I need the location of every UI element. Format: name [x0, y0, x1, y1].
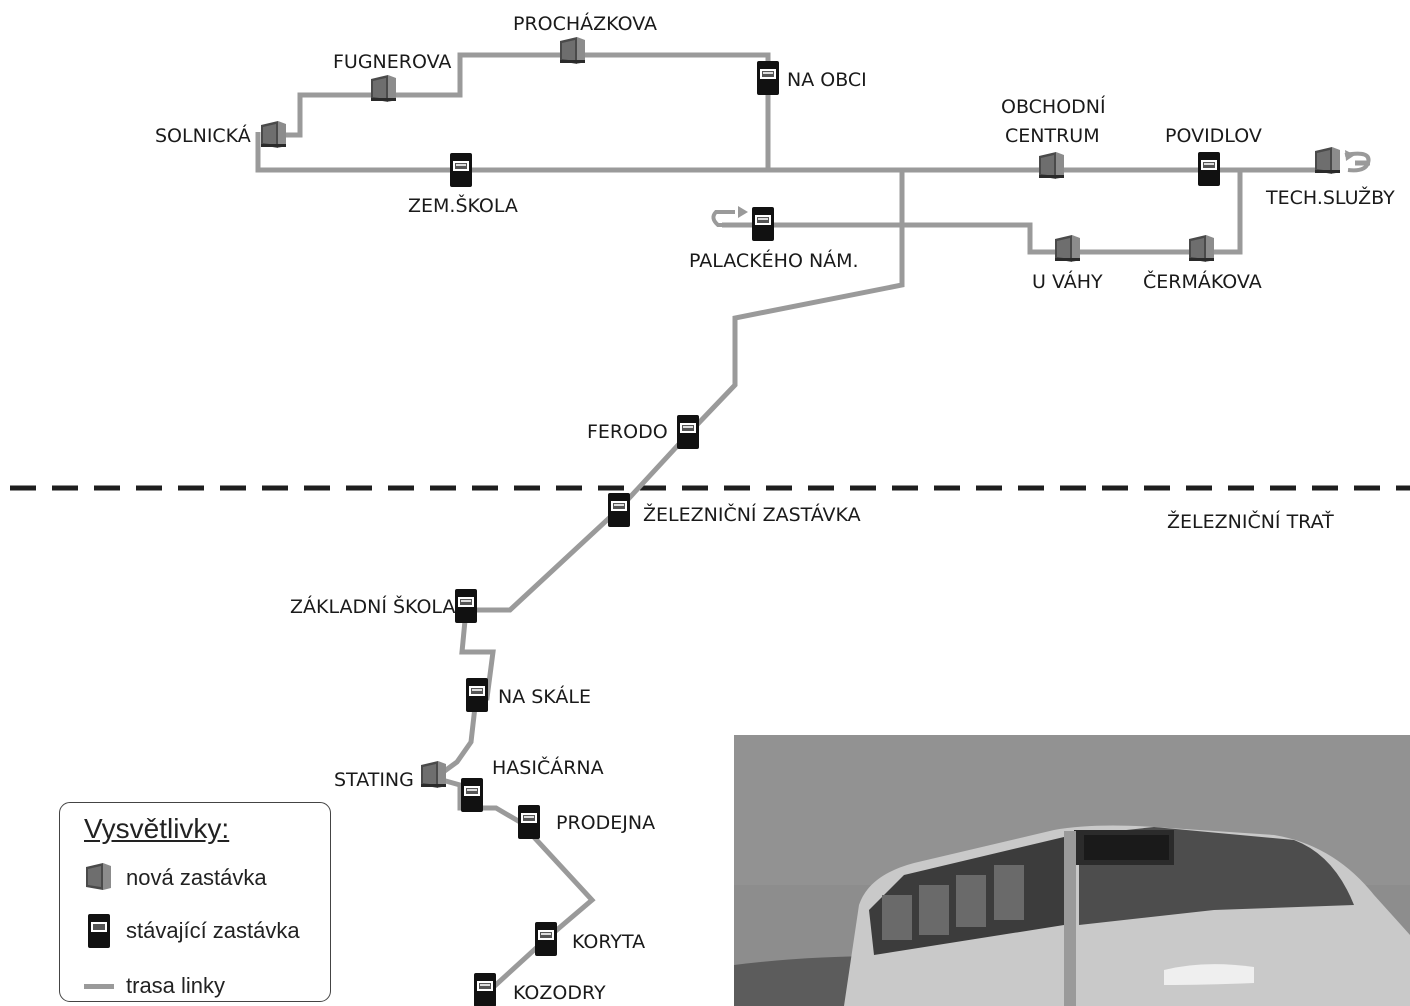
label-na-skale: NA SKÁLE: [498, 685, 591, 708]
new-stop-icon-tech-sluzby: [1315, 147, 1340, 174]
legend-row-new-stop: nová zastávka: [84, 863, 267, 893]
existing-stop-icon-povidlov: [1198, 152, 1220, 186]
label-railway: ŽELEZNIČNÍ TRAŤ: [1167, 509, 1334, 533]
existing-stop-icon-zakladni-skola: [455, 589, 477, 623]
legend-title: Vysvětlivky:: [84, 813, 230, 844]
new-stop-icon-u-vahy: [1055, 235, 1080, 262]
label-prodejna: PRODEJNA: [556, 812, 655, 834]
new-stop-icon-cermakova: [1189, 235, 1214, 262]
existing-stop-icon-na-obci: [757, 61, 779, 95]
new-stop-icon-solnicka: [261, 121, 286, 148]
label-tech-sluzby: TECH.SLUŽBY: [1265, 186, 1395, 209]
label-stating: STATING: [334, 769, 414, 791]
minibus-illustration: [734, 735, 1410, 1006]
new-stop-icon-stating: [421, 761, 446, 788]
label-cermakova: ČERMÁKOVA: [1143, 269, 1262, 293]
label-u-vahy: U VÁHY: [1032, 270, 1103, 293]
new-stop-icon-fugnerova: [371, 75, 396, 102]
label-prochazkova: PROCHÁZKOVA: [513, 12, 657, 35]
label-obchodni-centrum-line1: OBCHODNÍ: [1001, 95, 1106, 118]
label-zeleznicni-zastavka: ŽELEZNIČNÍ ZASTÁVKA: [643, 502, 861, 526]
legend-label-route: trasa linky: [126, 973, 226, 998]
route-line-swatch: [84, 984, 114, 989]
existing-stop-icon-zem-skola: [450, 153, 472, 187]
label-na-obci: NA OBCI: [787, 69, 867, 91]
label-palackeho-nam: PALACKÉHO NÁM.: [689, 249, 859, 272]
label-povidlov: POVIDLOV: [1165, 125, 1262, 147]
existing-stop-icon-koryta: [535, 922, 557, 956]
existing-stop-icon-kozodry: [474, 973, 496, 1006]
new-stop-icon-prochazkova: [560, 37, 585, 64]
existing-stop-icon-ferodo: [677, 415, 699, 449]
legend-row-route: trasa linky: [84, 971, 225, 1001]
new-stop-icon: [86, 863, 111, 890]
legend-label-existing-stop: stávající zastávka: [126, 918, 300, 943]
label-ferodo: FERODO: [587, 421, 668, 443]
existing-stop-icon-na-skale: [466, 678, 488, 712]
label-kozodry: KOZODRY: [513, 982, 606, 1004]
label-koryta: KORYTA: [572, 931, 645, 953]
label-obchodni-centrum-line2: CENTRUM: [1005, 125, 1100, 147]
label-fugnerova: FUGNEROVA: [333, 51, 451, 73]
legend-row-existing-stop: stávající zastávka: [84, 914, 300, 948]
existing-stop-icon: [88, 914, 110, 948]
existing-stop-icon-prodejna: [518, 805, 540, 839]
new-stop-icon-obchodni-centrum: [1039, 152, 1064, 179]
existing-stop-icon-palackeho-nam: [752, 207, 774, 241]
existing-stop-icon-hasicarna: [461, 778, 483, 812]
label-hasicarna: HASIČÁRNA: [492, 755, 604, 779]
existing-stop-icon-zeleznicni-zastavka: [608, 493, 630, 527]
label-zakladni-skola: ZÁKLADNÍ ŠKOLA: [290, 594, 455, 618]
legend-label-new-stop: nová zastávka: [126, 865, 267, 890]
label-zem-skola: ZEM.ŠKOLA: [408, 193, 518, 217]
label-solnicka: SOLNICKÁ: [155, 124, 251, 147]
stop-labels: PROCHÁZKOVA FUGNEROVA NA OBCI SOLNICKÁ Z…: [155, 12, 1395, 1004]
minibus-photo: [734, 735, 1410, 1006]
legend: Vysvětlivky: nová zastávka stávající zas…: [59, 802, 331, 1002]
